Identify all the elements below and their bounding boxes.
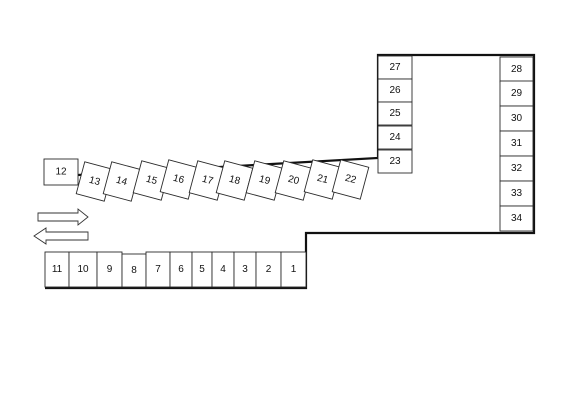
parking-slot-number: 9 <box>107 264 113 275</box>
parking-slot-box <box>377 149 413 174</box>
parking-slot-number: 34 <box>511 213 523 224</box>
parking-slot-9: 9 <box>96 251 123 288</box>
parking-slot-box <box>96 251 123 288</box>
parking-slot-box <box>377 101 413 126</box>
parking-slot-number: 28 <box>511 64 523 75</box>
parking-slot-box <box>499 80 534 107</box>
parking-slot-number: 15 <box>145 174 159 188</box>
parking-slot-number: 3 <box>242 264 248 275</box>
parking-slot-number: 30 <box>511 113 523 124</box>
parking-slot-24: 24 <box>377 125 413 150</box>
parking-slot-number: 23 <box>389 156 401 167</box>
parking-slot-number: 14 <box>115 175 129 189</box>
parking-slot-22: 22 <box>331 159 370 200</box>
parking-slot-11: 11 <box>44 251 70 288</box>
parking-slot-box <box>499 56 534 83</box>
direction-arrows <box>33 208 89 245</box>
parking-slot-2: 2 <box>255 251 282 288</box>
parking-slot-box <box>68 251 98 288</box>
arrow-right-icon <box>37 208 89 226</box>
parking-slot-number: 1 <box>291 264 297 275</box>
parking-slot-box <box>499 180 534 207</box>
parking-slot-number: 32 <box>511 163 523 174</box>
parking-slot-number: 24 <box>389 132 401 143</box>
parking-slot-29: 29 <box>499 80 534 107</box>
arrow-left-icon <box>33 227 89 245</box>
parking-slot-30: 30 <box>499 105 534 132</box>
parking-slot-number: 26 <box>389 85 401 96</box>
parking-slot-number: 7 <box>155 264 161 275</box>
parking-slot-number: 25 <box>389 108 401 119</box>
parking-slot-1: 1 <box>280 251 307 288</box>
parking-slot-21: 21 <box>303 159 342 200</box>
parking-slot-number: 33 <box>511 188 523 199</box>
parking-slot-number: 27 <box>389 62 401 73</box>
parking-slot-32: 32 <box>499 155 534 182</box>
parking-slot-6: 6 <box>169 251 193 288</box>
parking-slot-25: 25 <box>377 101 413 126</box>
parking-slot-number: 20 <box>287 174 301 188</box>
parking-slot-number: 6 <box>178 264 184 275</box>
parking-slot-number: 8 <box>131 265 137 276</box>
parking-slot-4: 4 <box>211 251 235 288</box>
parking-slot-10: 10 <box>68 251 98 288</box>
parking-slot-number: 17 <box>201 174 215 188</box>
parking-slot-31: 31 <box>499 130 534 157</box>
parking-slot-box <box>280 251 307 288</box>
parking-slot-box <box>499 130 534 157</box>
parking-slot-number: 11 <box>52 264 63 275</box>
parking-slot-12: 12 <box>43 158 79 186</box>
parking-slot-number: 31 <box>511 138 523 149</box>
parking-slot-box <box>331 159 370 200</box>
parking-slot-number: 21 <box>316 173 330 187</box>
parking-slot-box <box>255 251 282 288</box>
parking-slot-19: 19 <box>245 160 284 201</box>
parking-slot-28: 28 <box>499 56 534 83</box>
parking-slot-box <box>499 105 534 132</box>
parking-slot-33: 33 <box>499 180 534 207</box>
parking-slot-box <box>43 158 79 186</box>
parking-slot-number: 16 <box>172 173 186 187</box>
parking-slot-20: 20 <box>274 160 313 201</box>
parking-slot-number: 13 <box>88 175 102 189</box>
parking-slot-3: 3 <box>233 251 257 288</box>
parking-slot-number: 12 <box>55 167 67 178</box>
parking-slot-number: 19 <box>258 174 272 188</box>
parking-slot-34: 34 <box>499 205 534 232</box>
parking-slot-number: 18 <box>228 174 242 188</box>
parking-slot-number: 4 <box>220 264 226 275</box>
parking-slot-box <box>499 205 534 232</box>
parking-slot-26: 26 <box>377 78 413 103</box>
parking-slot-number: 5 <box>199 264 205 275</box>
parking-slot-box <box>499 155 534 182</box>
parking-slot-8: 8 <box>121 253 147 288</box>
parking-slot-number: 2 <box>266 264 272 275</box>
parking-slot-14: 14 <box>102 161 141 202</box>
parking-slot-number: 10 <box>77 264 89 275</box>
parking-slot-23: 23 <box>377 149 413 174</box>
parking-slot-7: 7 <box>145 251 171 288</box>
parking-slot-number: 29 <box>511 88 523 99</box>
parking-slot-number: 22 <box>344 173 358 187</box>
parking-slot-5: 5 <box>191 251 213 288</box>
parking-slot-box <box>377 125 413 150</box>
parking-slot-27: 27 <box>377 55 413 80</box>
parking-slot-16: 16 <box>159 159 198 200</box>
